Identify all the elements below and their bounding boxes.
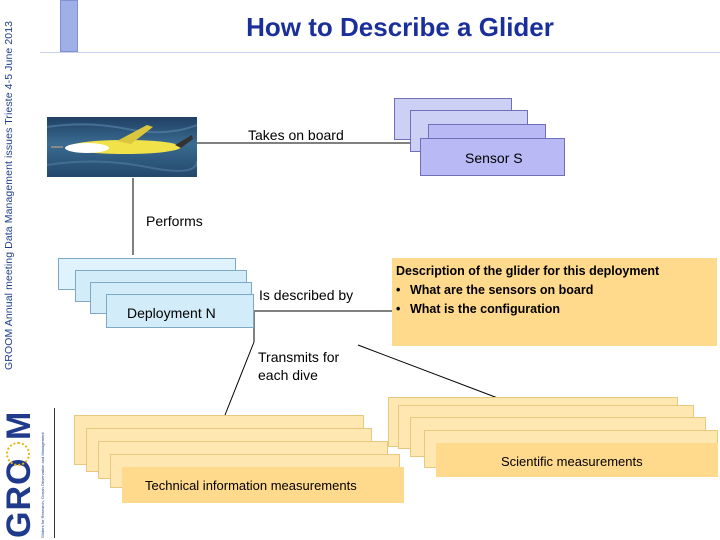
scientific-card: Scientific measurements [436, 443, 718, 477]
title-divider [40, 52, 720, 53]
side-bar: GROOM Annual meeting Data Management iss… [0, 0, 40, 540]
description-bullet: What is the configuration [396, 300, 659, 319]
scientific-label: Scientific measurements [501, 454, 643, 469]
technical-card: Technical information measurements [122, 467, 404, 503]
logo-divider [54, 408, 55, 538]
deployment-label: Deployment N [127, 305, 216, 321]
is-described-by-label: Is described by [259, 287, 354, 303]
performs-label: Performs [146, 213, 203, 229]
meeting-side-text: GROOM Annual meeting Data Management iss… [3, 20, 15, 370]
decorative-square [60, 0, 78, 52]
sensor-label: Sensor S [465, 150, 523, 166]
description-heading: Description of the glider for this deplo… [396, 264, 660, 278]
description-list: What are the sensors on board What is th… [396, 281, 659, 319]
description-text: Description of the glider for this deplo… [396, 262, 659, 319]
page-title: How to Describe a Glider [246, 12, 554, 42]
groom-logo: GRO M Gliders for Research, Ocean Observ… [0, 405, 58, 540]
svg-text:Gliders for Research, Ocean Ob: Gliders for Research, Ocean Observation … [40, 432, 45, 538]
deployment-card: Deployment N [106, 294, 254, 328]
svg-text:GRO: GRO [0, 458, 38, 538]
takes-on-board-label: Takes on board [248, 127, 344, 143]
transmits-label-line2: each dive [258, 367, 318, 383]
technical-label: Technical information measurements [145, 478, 357, 493]
transmits-label-line1: Transmits for [258, 349, 340, 365]
description-bullet: What are the sensors on board [396, 281, 659, 300]
sensor-card: Sensor S [420, 138, 565, 176]
glider-photo [47, 117, 197, 177]
svg-text:M: M [0, 412, 38, 440]
